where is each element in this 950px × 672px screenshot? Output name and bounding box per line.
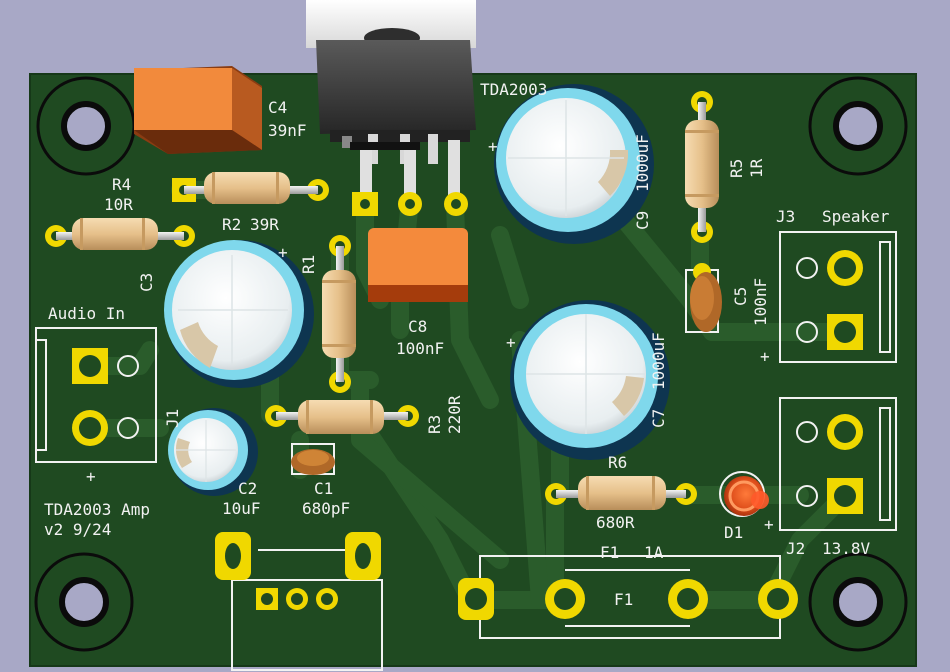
capacitor-c7 <box>510 300 670 460</box>
label-j3-name: Speaker <box>822 207 890 226</box>
capacitor-c3 <box>164 240 314 388</box>
label-c9-ref: C9 <box>633 211 652 230</box>
fuse-f1 <box>458 555 798 639</box>
label-r1-ref: R1 <box>299 255 318 274</box>
label-d1-ref: D1 <box>724 523 743 542</box>
capacitor-c4 <box>134 66 262 154</box>
label-j1-name: Audio In <box>48 304 125 323</box>
label-r4-ref: R4 <box>112 175 131 194</box>
resistor-r1 <box>322 235 356 393</box>
label-c7-plus: + <box>506 333 516 352</box>
label-j2-ref: J2 <box>786 539 805 558</box>
label-r6-value: 680R <box>596 513 635 532</box>
label-c8-value: 100nF <box>396 339 444 358</box>
resistor-r4 <box>45 218 195 250</box>
capacitor-c1 <box>291 443 335 475</box>
label-f1-ref: F1 <box>600 543 619 562</box>
mount-hole-br <box>808 552 908 652</box>
label-c7-ref: C7 <box>649 409 668 428</box>
label-c4-ref: C4 <box>268 98 287 117</box>
label-r3-value: 220R <box>445 395 464 434</box>
label-j3-ref: J3 <box>776 207 795 226</box>
resistor-r3 <box>265 400 419 434</box>
label-c7-value: 1000uF <box>649 332 668 390</box>
connector-j3 <box>779 231 897 363</box>
label-c2-value: 10uF <box>222 499 261 518</box>
label-r3-ref: R3 <box>425 415 444 434</box>
board-title-line1: TDA2003 Amp <box>44 500 150 519</box>
label-c3-plus: + <box>278 243 288 262</box>
mount-hole-tr <box>808 76 908 176</box>
connector-j1 <box>35 327 157 463</box>
label-c1-value: 680pF <box>302 499 350 518</box>
label-j3-plus: + <box>760 347 770 366</box>
label-c5-ref: C5 <box>731 287 750 306</box>
mount-hole-tl <box>36 76 136 176</box>
ic-tda2003 <box>306 0 476 216</box>
silkscreen-labels: C4 39nF TDA2003 R4 10R R2 39R R1 + C3 C8… <box>44 80 890 609</box>
label-j1-ref: J1 <box>163 409 182 428</box>
capacitor-c2 <box>168 408 258 496</box>
label-r2-value: 39R <box>250 215 279 234</box>
label-c1-ref: C1 <box>314 479 333 498</box>
label-c9-plus: + <box>488 137 498 156</box>
label-r2-ref: R2 <box>222 215 241 234</box>
label-r4-value: 10R <box>104 195 133 214</box>
label-c5-value: 100nF <box>751 278 770 326</box>
label-d1-plus: + <box>764 515 774 534</box>
label-c4-value: 39nF <box>268 121 307 140</box>
label-c8-ref: C8 <box>408 317 427 336</box>
label-j2-name: 13.8V <box>822 539 871 558</box>
led-d1 <box>719 471 769 517</box>
connector-j2 <box>779 397 897 531</box>
label-u1-ref: TDA2003 <box>480 80 547 99</box>
label-c9-value: 1000uF <box>633 134 652 192</box>
label-r6-ref: R6 <box>608 453 627 472</box>
capacitor-c9 <box>494 84 654 244</box>
label-r5-ref: R5 <box>727 159 746 178</box>
usb-footprint <box>215 532 383 671</box>
label-j1-plus: + <box>86 467 96 486</box>
board-title-line2: v2 9/24 <box>44 520 111 539</box>
label-f1-fab: F1 <box>614 590 633 609</box>
label-f1-value: 1A <box>644 543 664 562</box>
capacitor-c8 <box>368 228 468 302</box>
board-edge <box>29 73 917 667</box>
resistor-r5 <box>685 91 719 243</box>
mounting-holes <box>34 76 908 652</box>
resistor-r6 <box>545 476 697 510</box>
label-r5-value: 1R <box>747 158 766 178</box>
capacitor-c5 <box>685 263 722 333</box>
label-c2-ref: C2 <box>238 479 257 498</box>
mount-hole-bl <box>34 552 134 652</box>
label-c3-ref: C3 <box>137 273 156 292</box>
resistor-r2 <box>172 172 329 204</box>
